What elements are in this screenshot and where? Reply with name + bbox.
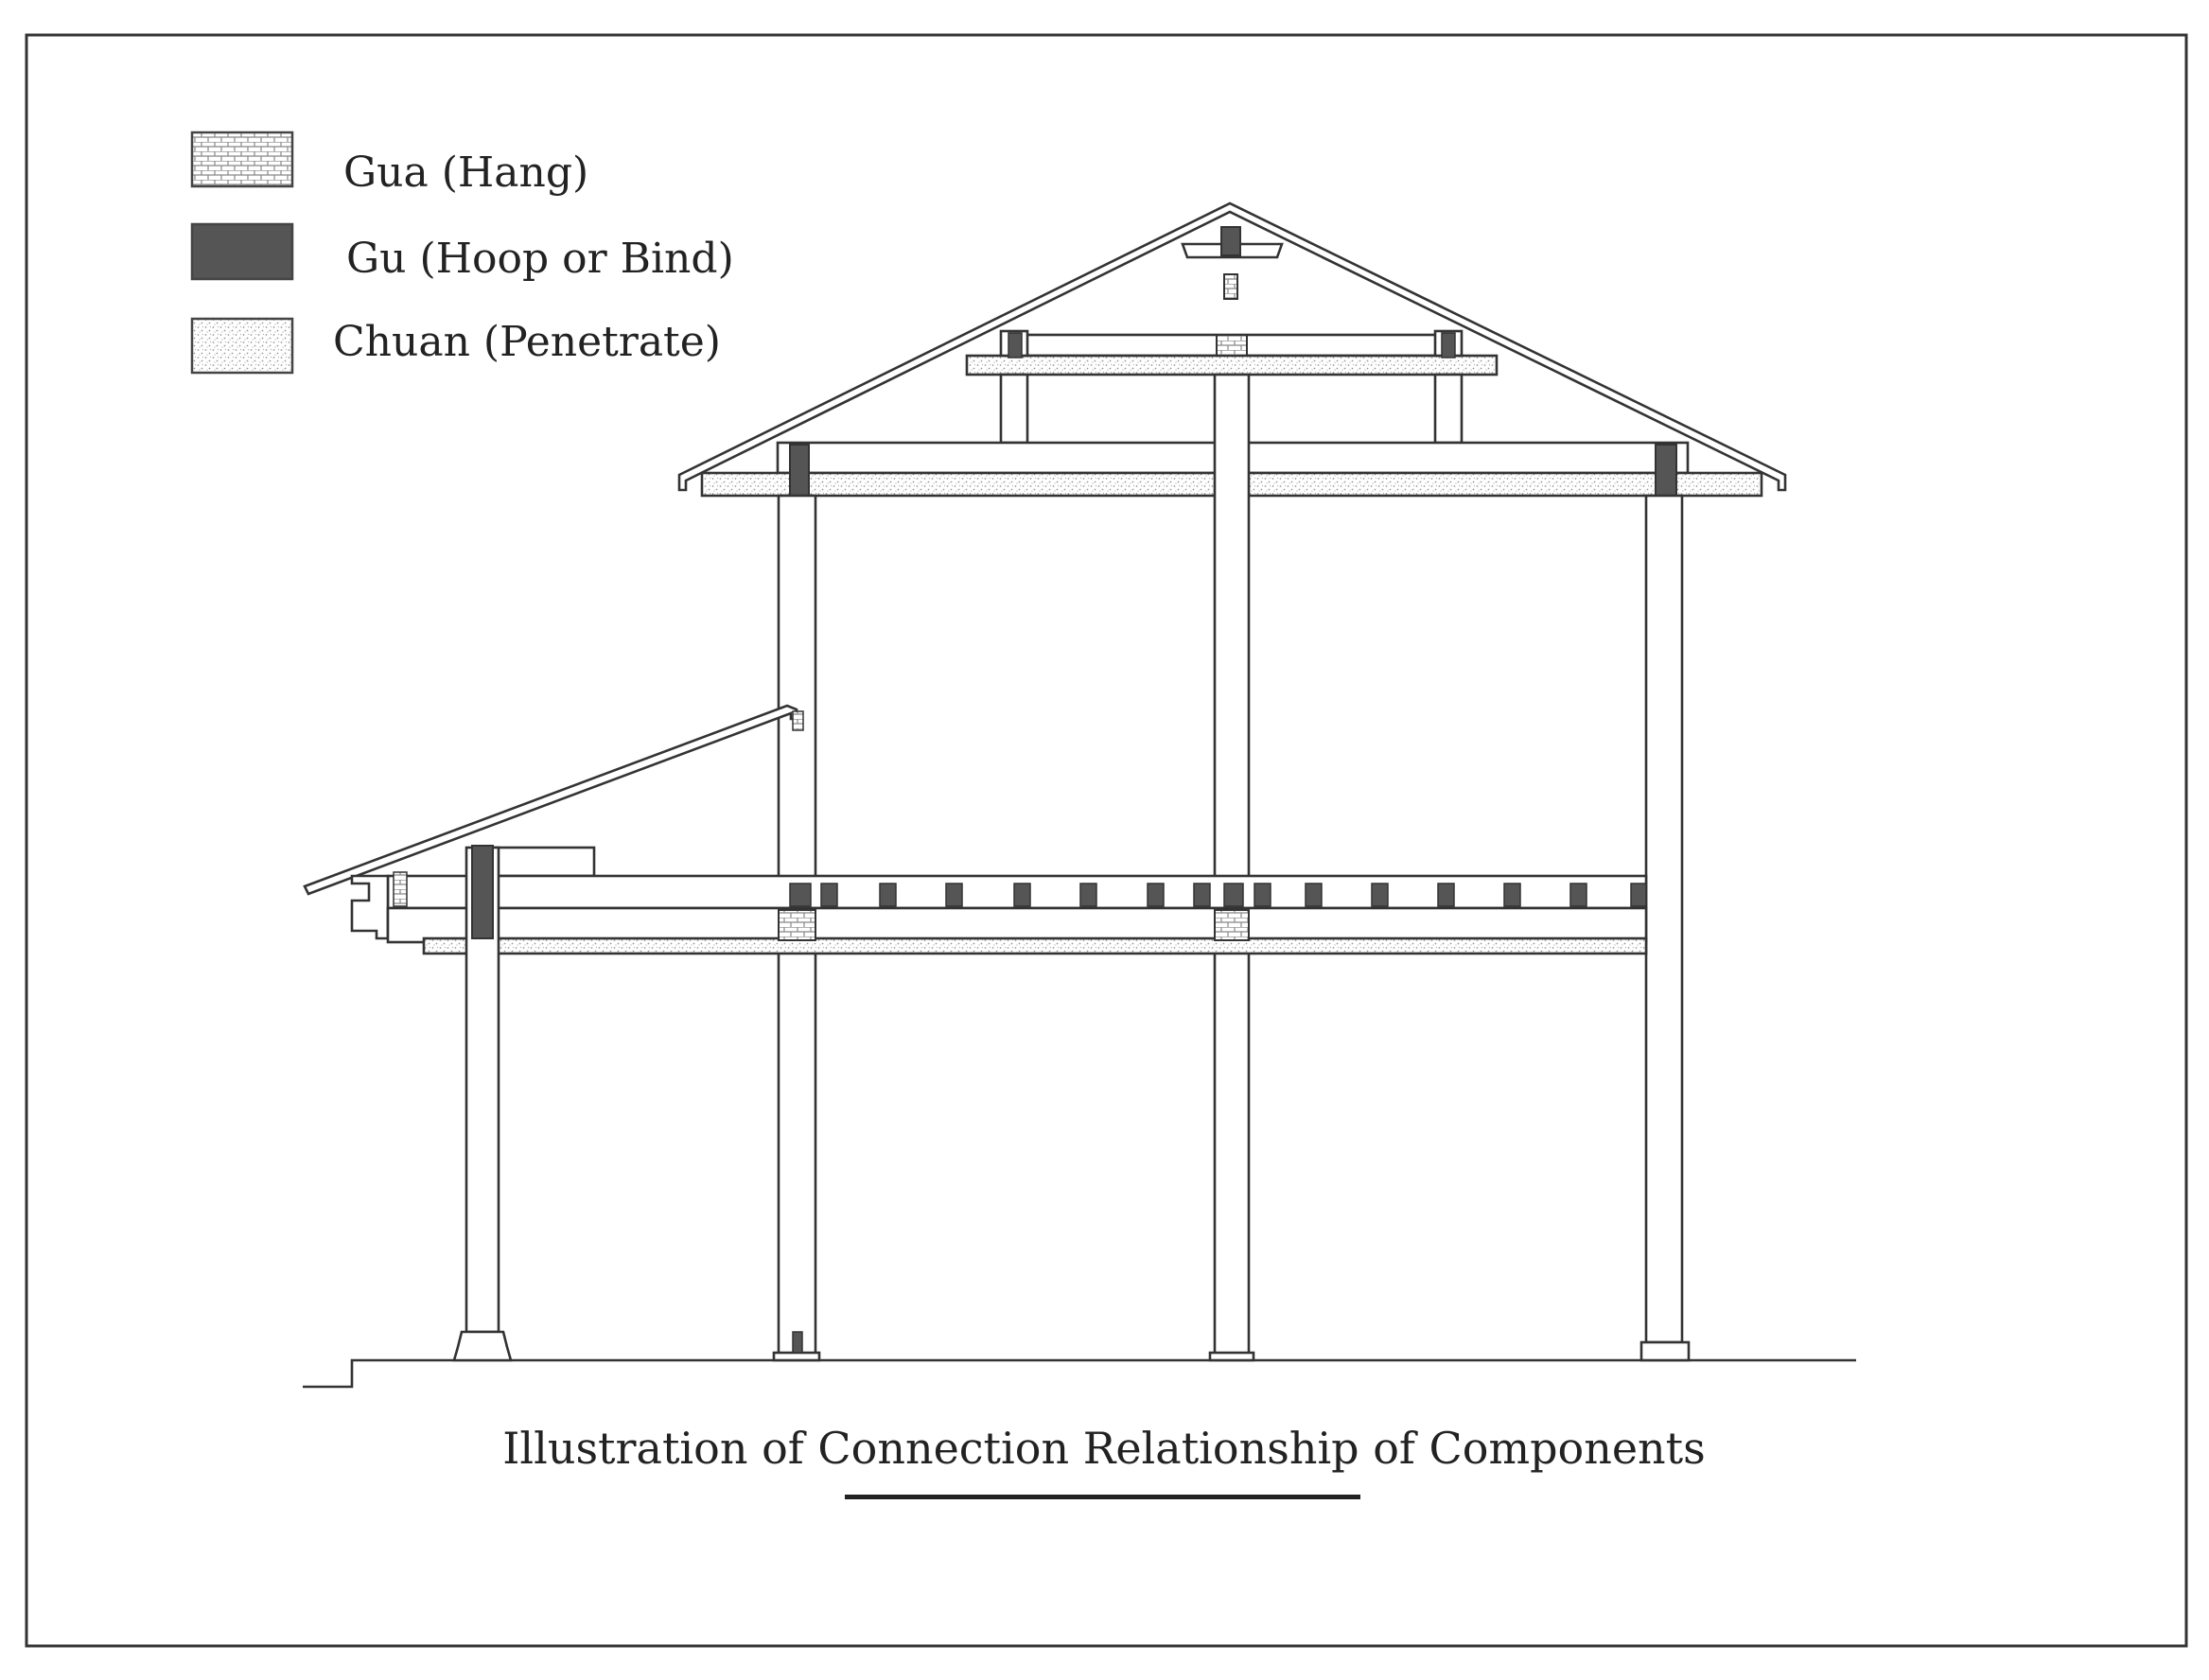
legend: Gua (Hang) Gu (Hoop or Bind) Chuan (Pene… — [190, 131, 734, 375]
short-post-left-gu — [1008, 332, 1023, 359]
short-post-left — [999, 373, 1029, 445]
floor-gu-block — [1193, 883, 1211, 907]
legend-item-gua: Gua (Hang) — [190, 131, 588, 197]
main-tie-left-gu — [789, 444, 810, 497]
column-center — [1213, 373, 1251, 1358]
main-roof — [677, 201, 1787, 492]
column-center-base — [1208, 1351, 1255, 1362]
floor-chuan-beam — [422, 936, 1648, 955]
legend-label-chuan: Chuan (Penetrate) — [333, 318, 721, 366]
gu-swatch — [190, 222, 294, 281]
floor-joist-band — [386, 906, 1648, 944]
lean-to-column-base — [452, 1330, 513, 1362]
floor-gu-block — [1223, 883, 1244, 907]
ridge-gua — [1223, 273, 1238, 300]
diagram-caption: Illustration of Connection Relationship … — [502, 1423, 1706, 1474]
short-post-right-gu — [1441, 332, 1456, 359]
timber-frame — [303, 201, 1856, 1389]
floor-gu-block — [1630, 883, 1647, 907]
floor-gua-center — [1214, 909, 1250, 941]
floor-gu-block — [820, 883, 838, 907]
column-right — [1644, 494, 1684, 1344]
lean-to-eave-gua — [393, 871, 408, 907]
drawing-frame — [25, 33, 2188, 1648]
floor-gu-block — [945, 883, 963, 907]
chuan-swatch — [190, 317, 294, 375]
legend-item-gu: Gu (Hoop or Bind) — [190, 222, 734, 283]
legend-item-chuan: Chuan (Penetrate) — [190, 317, 721, 375]
floor-gu-block — [1254, 883, 1271, 907]
lean-to-gua — [792, 710, 804, 731]
legend-label-gua: Gua (Hang) — [343, 149, 588, 197]
lean-to-block — [486, 846, 596, 878]
lean-to-column-gu — [471, 845, 494, 939]
floor-gu-block — [1147, 883, 1165, 907]
floor-gu-block — [1305, 883, 1323, 907]
column-right-base — [1639, 1340, 1691, 1362]
floor-beam-end — [350, 874, 390, 940]
floor-gu-block — [1079, 883, 1097, 907]
floor-gu-block — [789, 883, 812, 907]
gua-swatch — [190, 131, 294, 188]
upper-chuan-beam — [965, 354, 1499, 376]
floor-gu-blocks — [789, 883, 1647, 907]
short-post-right — [1433, 373, 1464, 445]
floor-gu-block — [1371, 883, 1389, 907]
floor-gu-block — [1569, 883, 1587, 907]
column-left-foot-gu — [792, 1331, 803, 1354]
center-upper-gua — [1216, 334, 1248, 357]
floor-gu-block — [1503, 883, 1521, 907]
legend-label-gu: Gu (Hoop or Bind) — [346, 235, 734, 283]
floor-gu-block — [1437, 883, 1455, 907]
main-tie-right-gu — [1655, 444, 1677, 497]
floor-gu-block — [1013, 883, 1031, 907]
floor-gua-left — [778, 909, 816, 941]
ridge-gu — [1220, 226, 1241, 256]
column-left-base — [772, 1351, 821, 1362]
floor-gu-block — [879, 883, 897, 907]
ground-line — [303, 1358, 1856, 1389]
caption-underline — [845, 1495, 1360, 1499]
